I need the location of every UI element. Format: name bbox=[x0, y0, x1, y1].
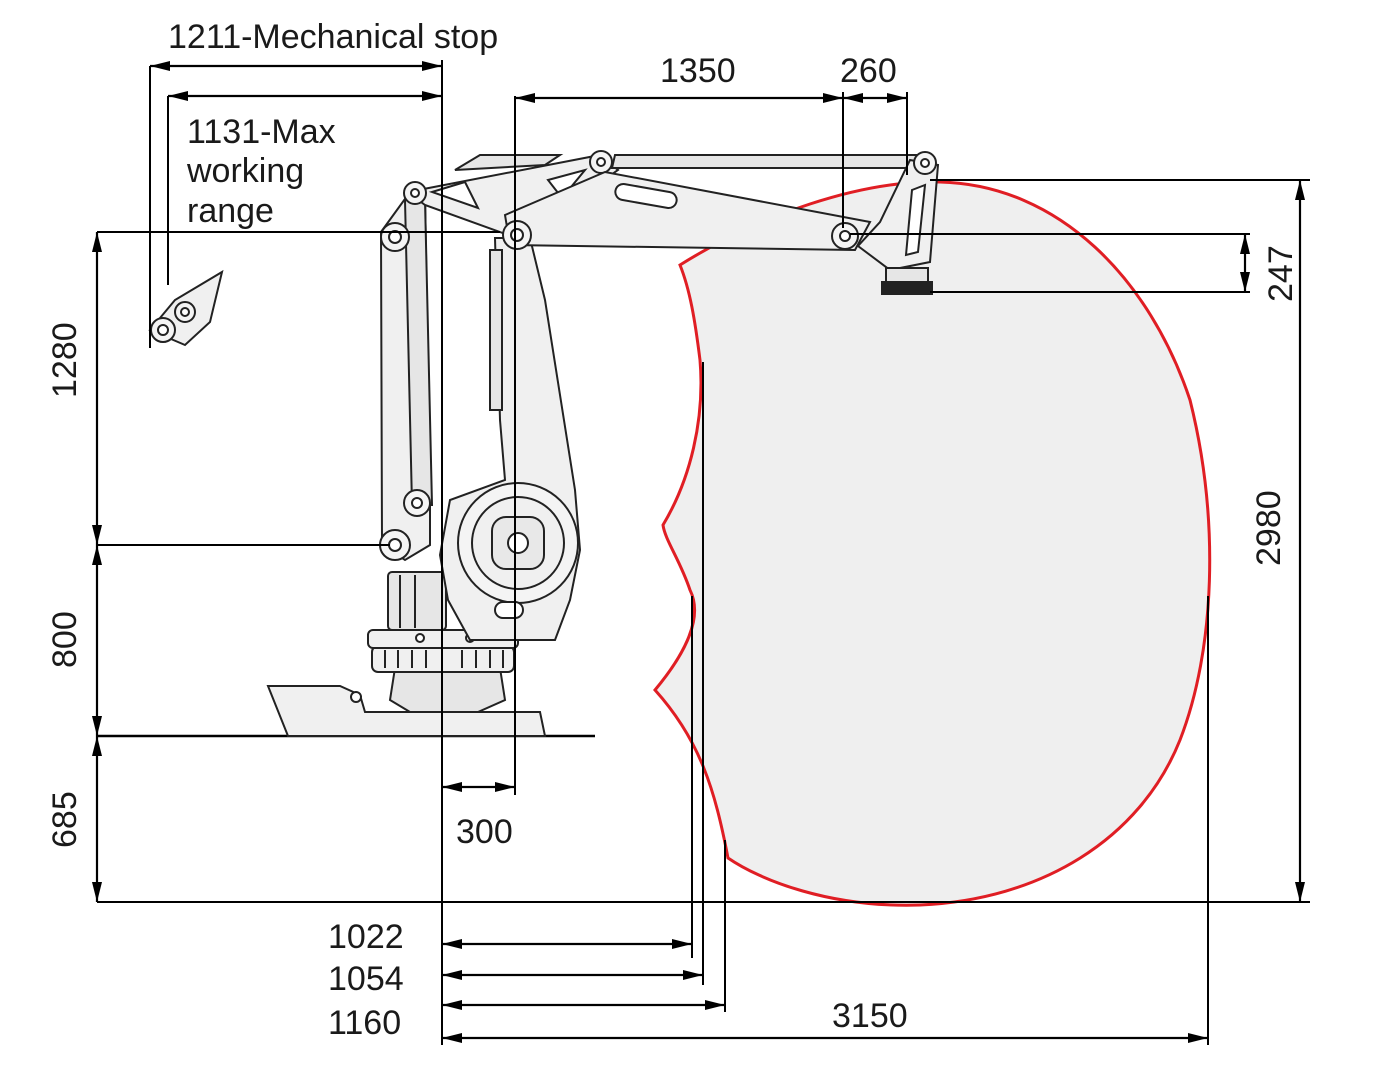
working-envelope bbox=[653, 180, 1212, 907]
robot-base-pedestal bbox=[388, 667, 507, 713]
robot-illustration bbox=[148, 150, 940, 737]
label-800: 800 bbox=[46, 611, 84, 668]
cable-channel bbox=[489, 249, 503, 411]
label-1054: 1054 bbox=[328, 960, 404, 998]
extension-lines bbox=[97, 60, 1310, 1045]
label-300: 300 bbox=[456, 813, 513, 851]
upper-tie-rod bbox=[610, 154, 919, 169]
label-3150: 3150 bbox=[832, 997, 908, 1035]
ring-teeth bbox=[384, 650, 504, 668]
label-max-working-1: 1131-Max bbox=[187, 113, 336, 151]
label-247: 247 bbox=[1262, 245, 1300, 302]
label-1160: 1160 bbox=[328, 1004, 401, 1042]
dimension-lines bbox=[92, 61, 1305, 1043]
label-2980: 2980 bbox=[1250, 490, 1288, 566]
triangle-link-cutout-1 bbox=[428, 180, 480, 210]
axis-motor bbox=[387, 571, 447, 631]
main-arm-slot bbox=[614, 183, 678, 209]
label-mechanical-stop: 1211-Mechanical stop bbox=[168, 18, 498, 56]
triangle-link-cutout-2 bbox=[546, 168, 588, 200]
label-max-working-3: range bbox=[187, 192, 274, 230]
tool-flange bbox=[885, 267, 929, 283]
base-plate-hole bbox=[350, 691, 362, 703]
label-1280: 1280 bbox=[46, 322, 84, 398]
label-260: 260 bbox=[840, 52, 897, 90]
dimension-labels: 1211-Mechanical stop 1131-Max working ra… bbox=[46, 18, 1300, 1042]
body-slot bbox=[494, 601, 524, 619]
label-685: 685 bbox=[46, 791, 84, 848]
label-1022: 1022 bbox=[328, 918, 404, 956]
label-max-working-2: working bbox=[186, 152, 304, 190]
tool-flange-plate bbox=[881, 281, 933, 295]
label-1350: 1350 bbox=[660, 52, 736, 90]
